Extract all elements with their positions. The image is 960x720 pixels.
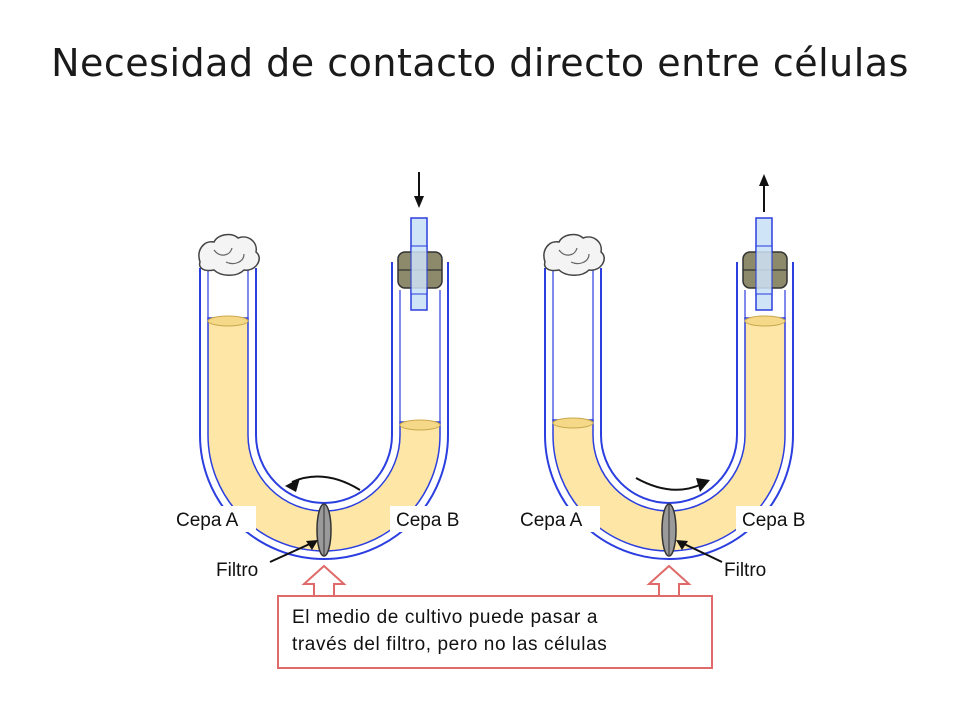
right-apparatus: Cepa A Cepa B Filtro — [514, 174, 822, 582]
note-box — [277, 595, 713, 669]
arrow-down-icon — [414, 172, 424, 208]
right-flow-arrow — [635, 477, 710, 492]
right-surface-b — [744, 315, 786, 327]
note-arrow-left — [301, 564, 347, 597]
note-callout: El medio de cultivo puede pasar a través… — [277, 564, 713, 669]
right-tube-inner — [600, 262, 738, 504]
left-surface-b — [399, 419, 441, 431]
right-cotton-plug — [543, 233, 605, 276]
right-surface-a — [552, 417, 594, 429]
note-arrow-right — [646, 564, 692, 597]
right-label-filtro: Filtro — [724, 560, 766, 581]
note-line-1: El medio de cultivo puede pasar a — [292, 607, 598, 628]
left-label-filtro: Filtro — [216, 560, 258, 581]
right-tube-outer — [544, 262, 794, 560]
slide-title: Necesidad de contacto directo entre célu… — [51, 41, 909, 85]
left-tube-inner — [255, 262, 393, 504]
left-label-cepa-b: Cepa B — [396, 510, 459, 531]
left-cotton-plug — [198, 233, 260, 276]
left-tube-outer — [199, 262, 449, 560]
right-label-cepa-b: Cepa B — [742, 510, 805, 531]
left-label-cepa-a: Cepa A — [176, 510, 239, 531]
right-label-cepa-a: Cepa A — [520, 510, 583, 531]
note-line-2: través del filtro, pero no las células — [292, 634, 607, 655]
arrow-up-icon — [759, 174, 769, 212]
left-flow-arrow — [285, 475, 361, 492]
left-apparatus: Cepa A Cepa B Filtro — [170, 172, 476, 582]
left-surface-a — [207, 315, 249, 327]
